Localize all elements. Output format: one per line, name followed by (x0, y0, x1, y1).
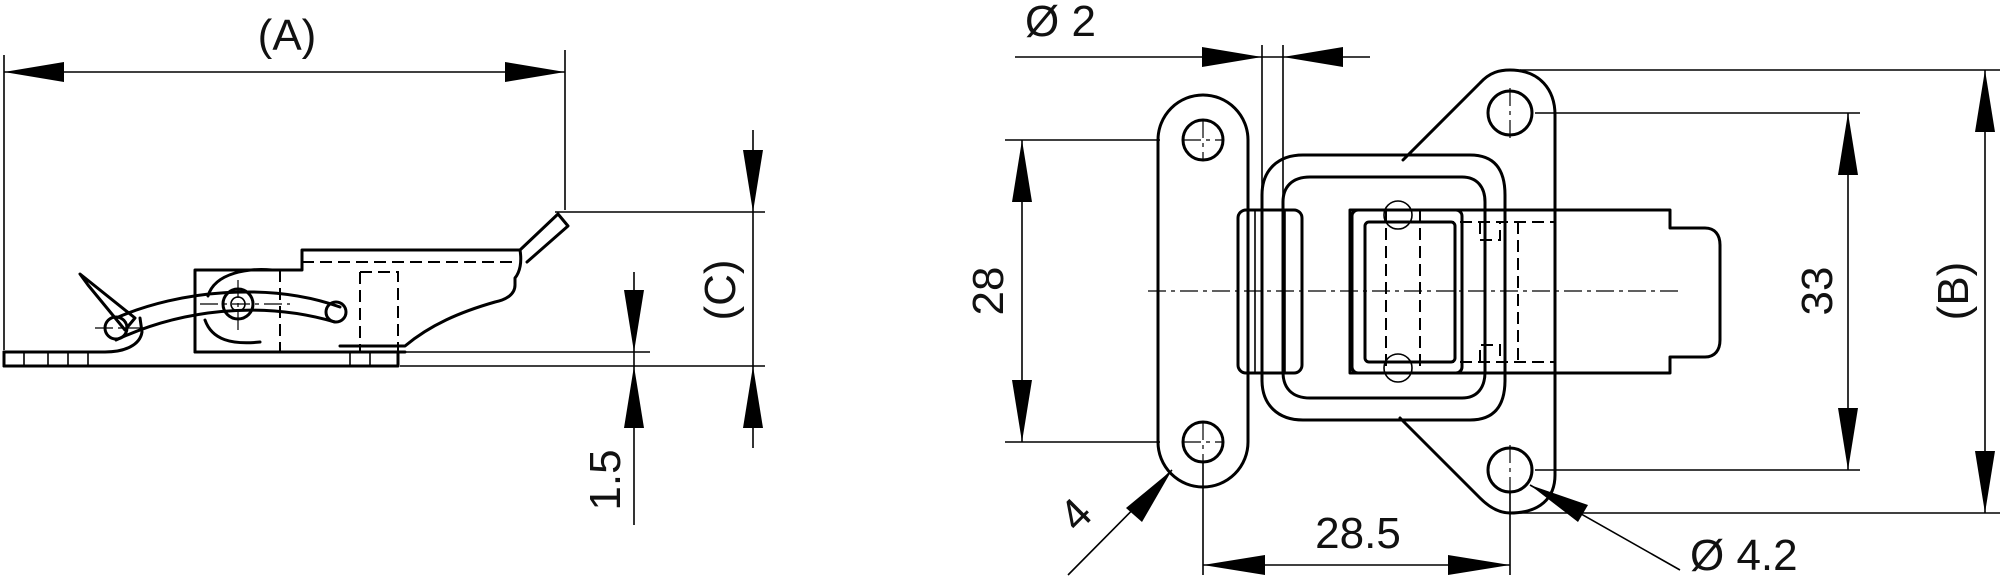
dim-hole-large-label: Ø 4.2 (1690, 531, 1798, 578)
lever-arm (518, 212, 570, 264)
mounting-plate-right (1398, 68, 1557, 515)
dimension-33: 33 (1535, 112, 1860, 471)
lever-body (1348, 208, 1722, 375)
base-plate (2, 316, 144, 354)
dim-33-label: 33 (1793, 267, 1842, 316)
wire-bail (114, 290, 342, 342)
dim-28-5-label: 28.5 (1315, 509, 1401, 558)
dim-a-label: (A) (258, 11, 317, 60)
front-view (1148, 68, 1722, 515)
dim-b-label: (B) (1929, 262, 1978, 321)
dim-hole-small-label: Ø 2 (1025, 0, 1096, 46)
latch-body (193, 248, 523, 354)
dim-radius-label: 4 (1050, 489, 1102, 541)
dimension-c: (C) (400, 130, 765, 448)
hook-lever (78, 272, 137, 332)
dimension-hole-small: Ø 2 (1015, 0, 1370, 200)
dim-c-label: (C) (696, 259, 745, 320)
side-view (2, 212, 570, 368)
dimension-28-5: 28.5 (1202, 462, 1511, 575)
dim-28-label: 28 (964, 267, 1013, 316)
base-plate-bottom (2, 350, 400, 368)
dimension-a: (A) (3, 11, 566, 350)
dimension-b: (B) (1520, 69, 2000, 514)
dimension-28: 28 (964, 139, 1160, 443)
pivot-right (324, 300, 348, 324)
pin-top (1383, 200, 1413, 230)
pin-bottom (1383, 353, 1413, 383)
bail-inner (1281, 175, 1487, 400)
dimension-hole-large: Ø 4.2 (1529, 484, 1798, 578)
dimension-thickness: 1.5 (400, 272, 650, 525)
dim-thickness-label: 1.5 (581, 449, 630, 510)
bail-outer (1260, 153, 1507, 422)
dimension-radius: 4 (1050, 469, 1173, 576)
